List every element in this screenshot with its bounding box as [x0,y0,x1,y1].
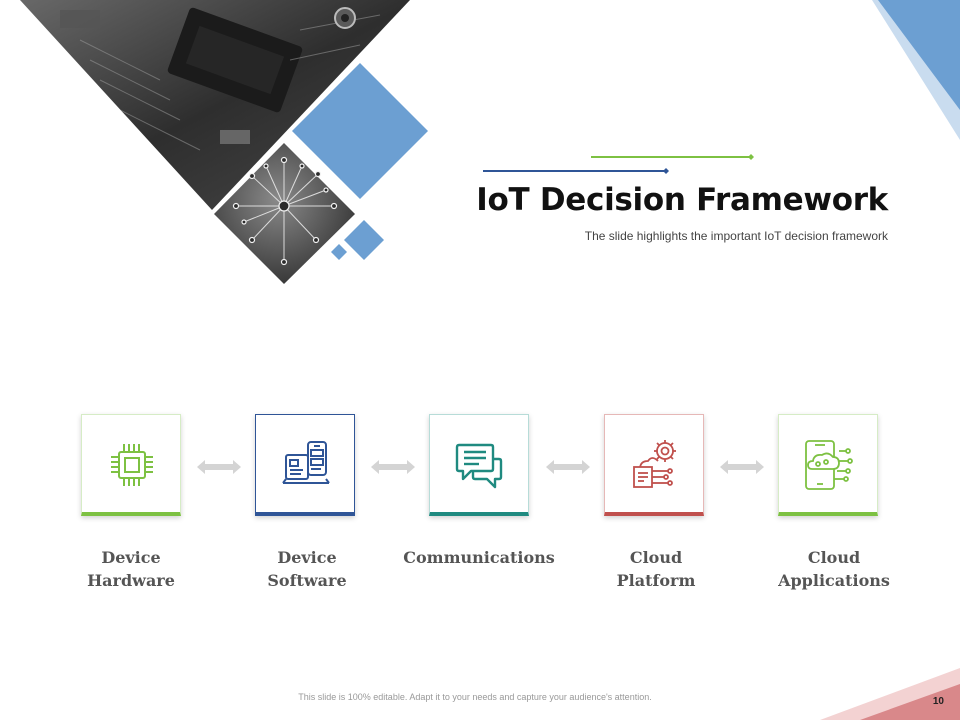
page-subtitle: The slide highlights the important IoT d… [584,229,888,243]
step-label-cloud-applications: Cloud Applications [778,548,890,590]
blue-diamond-large [292,63,428,199]
step-label-device-hardware: Device Hardware [87,548,175,590]
corner-triangle-blue [878,0,960,110]
network-node-image [214,143,355,284]
double-arrow-icon [197,460,241,474]
double-arrow-icon [720,460,764,474]
footer-note: This slide is 100% editable. Adapt it to… [298,692,652,702]
cloud-settings-icon [633,440,676,488]
step-card-communications[interactable] [429,414,529,516]
chip-icon [111,444,153,486]
step-card-cloud-platform[interactable] [604,414,704,516]
step-label-cloud-platform: Cloud Platform [616,548,696,590]
page-title: IoT Decision Framework [476,182,888,218]
step-card-cloud-applications[interactable] [778,414,878,516]
double-arrow-icon [546,460,590,474]
corner-triangle-red [860,684,960,720]
step-card-device-hardware[interactable] [81,414,181,516]
blue-diamond-medium [344,220,384,260]
chat-icon [455,443,503,489]
title-accent-lines [483,154,754,174]
step-card-device-software[interactable] [255,414,355,516]
step-label-device-software: Device Software [267,548,347,590]
cloud-phone-icon [805,440,853,490]
blue-diamond-small [331,244,347,260]
step-label-communications: Communications [403,548,555,567]
page-number: 10 [932,696,944,707]
double-arrow-icon [371,460,415,474]
devices-icon [282,441,330,484]
